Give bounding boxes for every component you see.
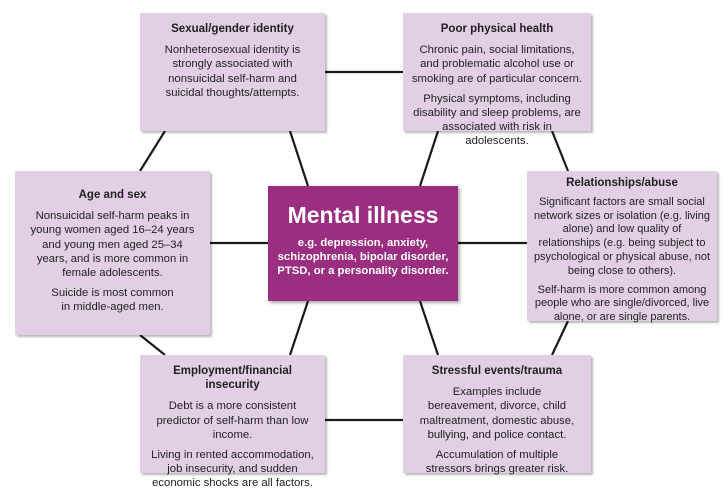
employment-title: Employment/financial insecurity xyxy=(173,365,292,392)
connector-center-to-stressful xyxy=(418,300,440,356)
connector-center-to-employment xyxy=(288,300,310,356)
physical-health-text-2: Physical symptoms, including disability … xyxy=(413,92,581,148)
sexual-identity-box: Sexual/gender identity Nonheterosexual i… xyxy=(140,13,325,131)
mental-illness-title: Mental illness xyxy=(287,202,439,228)
stressful-events-title: Stressful events/trauma xyxy=(431,365,563,377)
age-sex-text-2: Suicide is most common in middle-aged me… xyxy=(51,287,174,314)
mental-illness-subtitle: e.g. depression, anxiety, schizophrenia,… xyxy=(277,237,449,277)
employment-text-2: Living in rented accommodation, job inse… xyxy=(151,449,314,490)
mental-illness-box: Mental illness e.g. depression, anxiety,… xyxy=(268,186,458,301)
relationships-text-1: Significant factors are small social net… xyxy=(533,195,711,277)
sexual-identity-title: Sexual/gender identity xyxy=(171,23,294,35)
employment-text-1: Debt is a more consistent predictor of s… xyxy=(156,400,309,441)
connector-age-to-employment xyxy=(139,334,166,356)
physical-health-text-1: Chronic pain, social limitations, and pr… xyxy=(411,44,583,85)
stressful-events-text-1: Examples include bereavement, divorce, c… xyxy=(419,386,575,441)
connector-center-to-physical xyxy=(418,130,440,187)
physical-health-box: Poor physical health Chronic pain, socia… xyxy=(403,13,591,147)
connector-physical-to-relationships xyxy=(550,130,570,172)
relationships-title: Relationships/abuse xyxy=(566,177,678,189)
connector-sexual-to-age xyxy=(139,130,166,172)
stressful-events-box: Stressful events/trauma Examples include… xyxy=(403,355,591,476)
relationships-box: Relationships/abuse Significant factors … xyxy=(527,171,717,323)
stressful-events-text-2: Accumulation of multiple stressors bring… xyxy=(425,449,569,476)
relationships-text-2: Self-harm is more common among people wh… xyxy=(534,283,710,324)
sexual-identity-text: Nonheterosexual identity is strongly ass… xyxy=(164,44,301,99)
age-sex-box: Age and sex Nonsuicidal self-harm peaks … xyxy=(15,171,210,335)
employment-box: Employment/financial insecurity Debt is … xyxy=(140,355,325,489)
age-sex-title: Age and sex xyxy=(78,189,147,201)
connector-center-to-sexual xyxy=(288,130,310,187)
connector-relationships-to-stressful xyxy=(551,320,569,356)
age-sex-text-1: Nonsuicidal self-harm peaks in young wom… xyxy=(30,210,195,280)
physical-health-title: Poor physical health xyxy=(440,23,554,35)
